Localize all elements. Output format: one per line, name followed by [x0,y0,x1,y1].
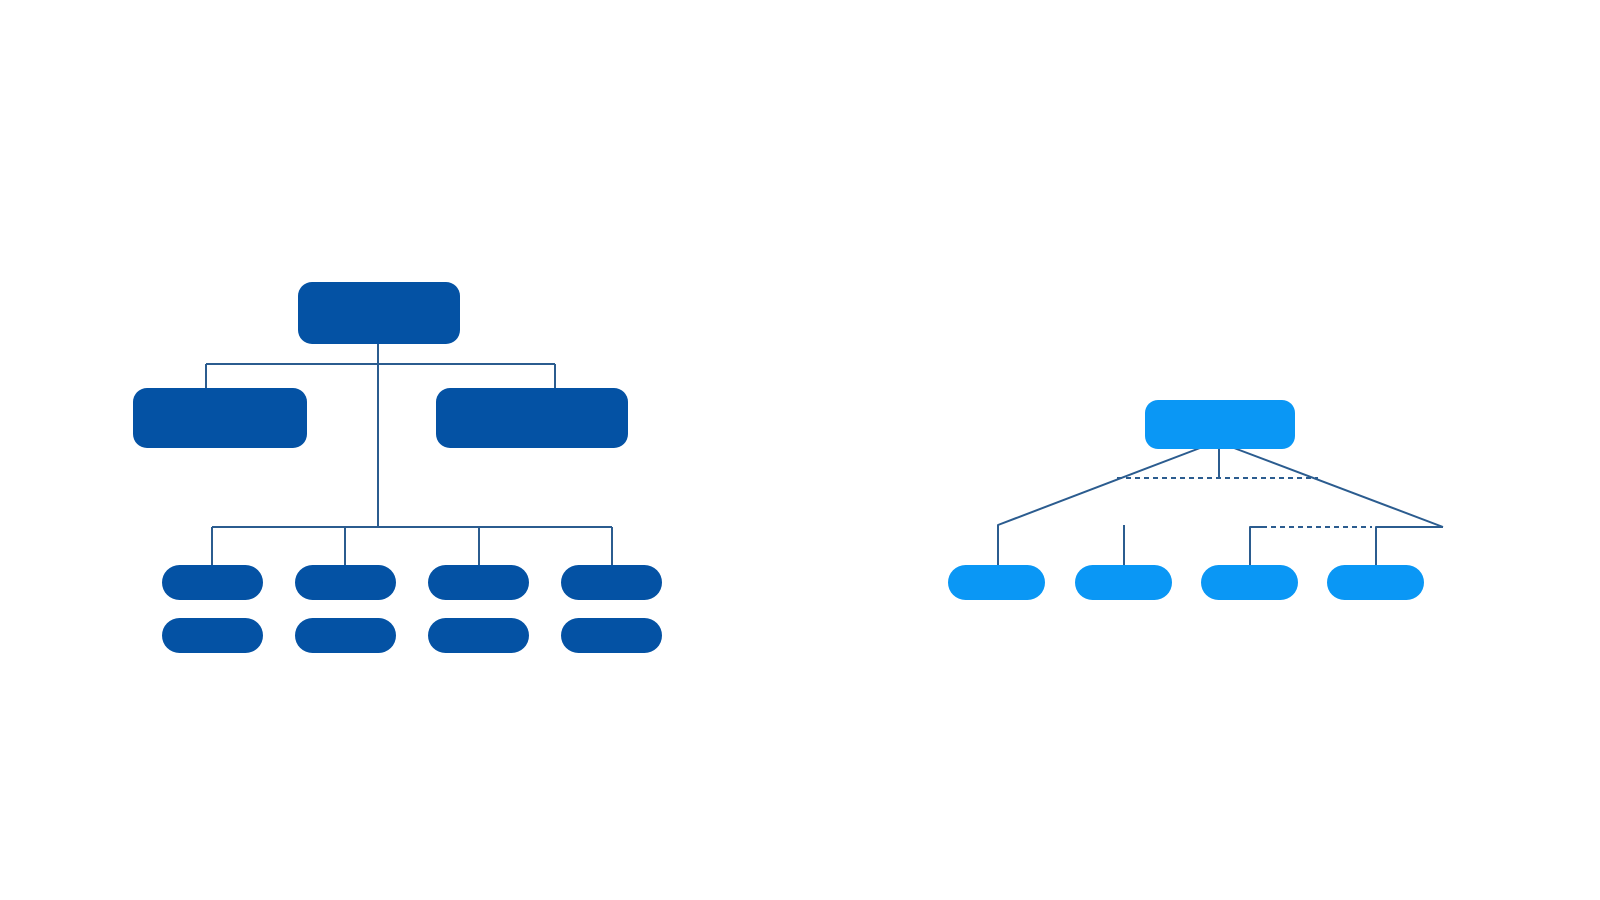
network-leaf-node-1 [948,565,1045,600]
network-diagram [948,400,1444,600]
network-leaf-node-3 [1201,565,1298,600]
network-connectors [997,447,1444,566]
level2-node-left [133,388,307,448]
network-nodes [948,400,1424,600]
level3-node-row2-4 [561,618,662,653]
level3-node-row2-2 [295,618,396,653]
level3-node-row1-4 [561,565,662,600]
level3-node-row2-1 [162,618,263,653]
network-leaf-node-2 [1075,565,1172,600]
level3-node-row1-3 [428,565,529,600]
level3-node-row2-3 [428,618,529,653]
hub-diagonal-left [997,447,1201,566]
hub-diagonal-right [1233,447,1444,528]
node4-bracket [1375,526,1443,566]
node3-bracket [1249,526,1262,566]
hierarchy-diagram [133,282,662,653]
hierarchy-nodes [133,282,662,653]
level3-node-row1-1 [162,565,263,600]
root-node [298,282,460,344]
level2-node-right [436,388,628,448]
network-leaf-node-4 [1327,565,1424,600]
hub-node [1145,400,1295,449]
level3-node-row1-2 [295,565,396,600]
hierarchy-connectors [205,342,613,566]
